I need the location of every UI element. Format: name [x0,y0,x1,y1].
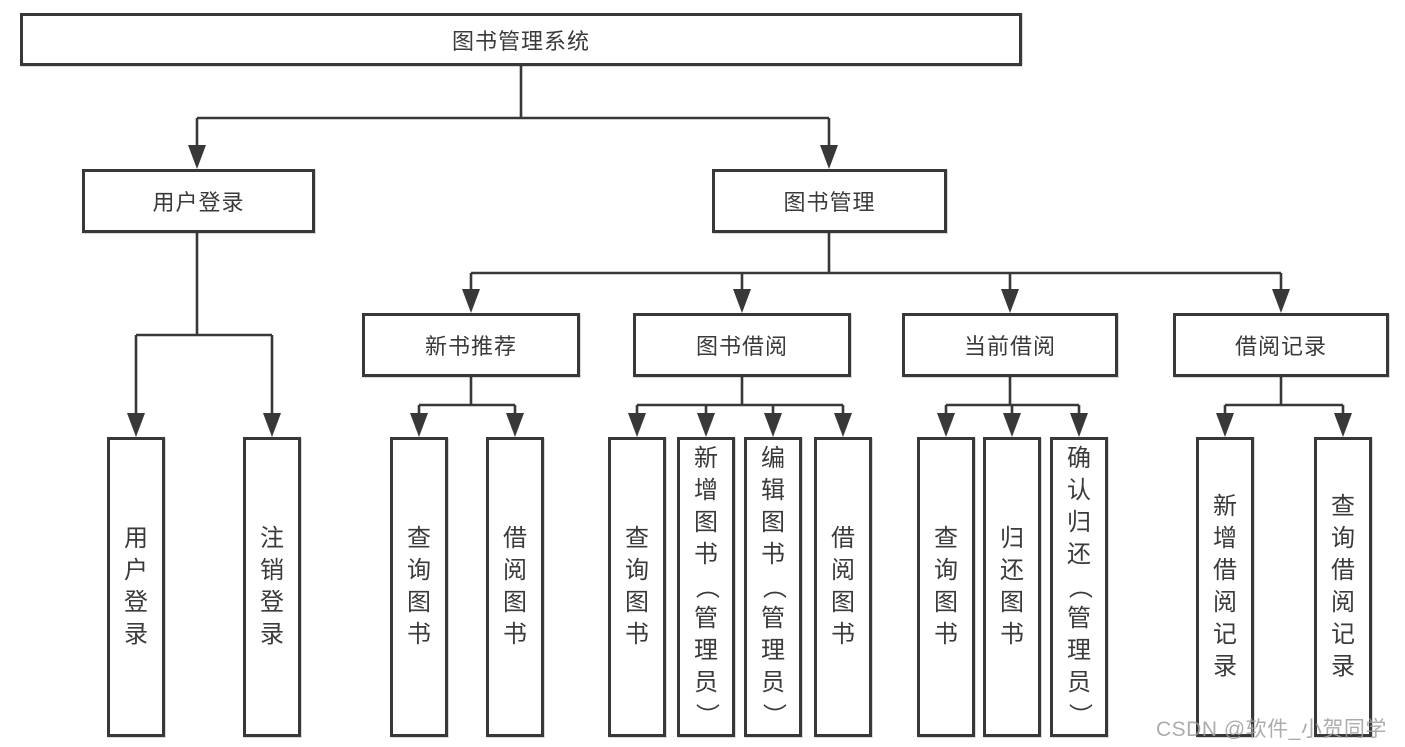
node-label: 图书管理系统 [451,28,590,54]
leaf-label: 查询图书 [407,525,431,648]
node-label: 图书借阅 [695,334,788,359]
node-book-management: 图书管理 [712,169,947,233]
node-library-management-system: 图书管理系统 [20,13,1022,66]
leaf-current-return-books: 归还图书 [983,437,1041,737]
leaf-label: 查询借阅记录 [1331,493,1355,680]
leaf-label: 查询图书 [625,525,649,648]
leaf-label: 编辑图书（管理员） [760,445,787,727]
leaf-newbook-borrow-books: 借阅图书 [486,437,544,737]
leaf-logout: 注销登录 [243,437,301,737]
leaf-current-confirm-return-admin: 确认归还（管理员） [1050,437,1108,737]
leaf-label: 注销登录 [260,525,284,648]
leaf-label: 新增借阅记录 [1213,493,1237,680]
node-label: 新书推荐 [424,334,517,359]
leaf-records-add-borrow-record: 新增借阅记录 [1196,437,1254,737]
node-new-book-recommend: 新书推荐 [362,313,580,377]
leaf-borrow-borrow-books: 借阅图书 [814,437,872,737]
csdn-watermark: CSDN @软件_小贺同学 [1156,718,1387,741]
leaf-borrow-edit-books-admin: 编辑图书（管理员） [744,437,802,737]
node-borrow-records: 借阅记录 [1173,313,1389,377]
leaf-records-query-borrow-record: 查询借阅记录 [1314,437,1372,737]
leaf-current-query-books: 查询图书 [917,437,975,737]
leaf-label: 借阅图书 [503,525,527,648]
node-user-login: 用户登录 [82,169,315,233]
node-label: 借阅记录 [1234,334,1327,359]
node-label: 图书管理 [783,190,876,215]
leaf-label: 用户登录 [124,525,148,648]
node-book-borrowing: 图书借阅 [633,313,851,377]
leaf-label: 确认归还（管理员） [1066,445,1093,727]
node-label: 当前借阅 [963,334,1056,359]
leaf-label: 借阅图书 [831,525,855,648]
leaf-borrow-add-books-admin: 新增图书（管理员） [677,437,735,737]
leaf-label: 归还图书 [1000,525,1024,648]
leaf-newbook-query-books: 查询图书 [390,437,448,737]
leaf-label: 查询图书 [934,525,958,648]
arrowheads [127,145,1352,437]
node-label: 用户登录 [152,190,245,215]
leaf-label: 新增图书（管理员） [693,445,720,727]
leaf-user-login: 用户登录 [107,437,165,737]
leaf-borrow-query-books: 查询图书 [608,437,666,737]
node-current-borrowing: 当前借阅 [902,313,1118,377]
